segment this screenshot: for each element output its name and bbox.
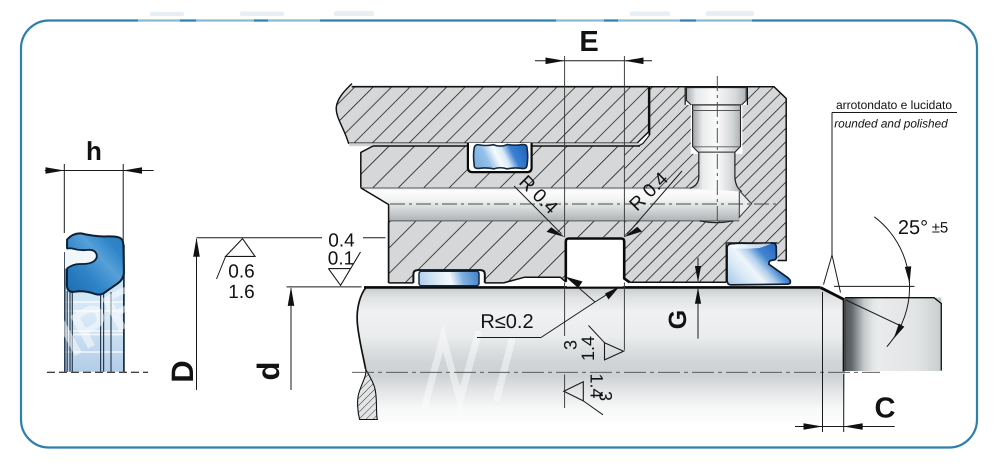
svg-text:d: d <box>251 362 286 381</box>
svg-text:C: C <box>875 393 896 425</box>
svg-text:0.4: 0.4 <box>328 231 355 252</box>
svg-text:0.6: 0.6 <box>228 262 254 283</box>
svg-text:3: 3 <box>596 391 616 401</box>
svg-text:E: E <box>579 26 598 58</box>
svg-text:G: G <box>664 310 692 329</box>
svg-text:1.6: 1.6 <box>228 282 254 303</box>
svg-text:D: D <box>165 360 200 382</box>
svg-text:3: 3 <box>561 340 581 350</box>
svg-text:25°: 25° <box>898 217 928 239</box>
svg-text:±5: ±5 <box>932 220 949 237</box>
svg-text:arrotondato e lucidato: arrotondato e lucidato <box>836 98 952 112</box>
svg-text:1.4: 1.4 <box>587 373 607 398</box>
svg-text:0.1: 0.1 <box>328 249 354 270</box>
svg-text:rounded and polished: rounded and polished <box>834 117 948 131</box>
svg-text:h: h <box>86 136 102 166</box>
svg-text:R≤0.2: R≤0.2 <box>480 311 533 333</box>
svg-text:1.4: 1.4 <box>578 336 598 361</box>
